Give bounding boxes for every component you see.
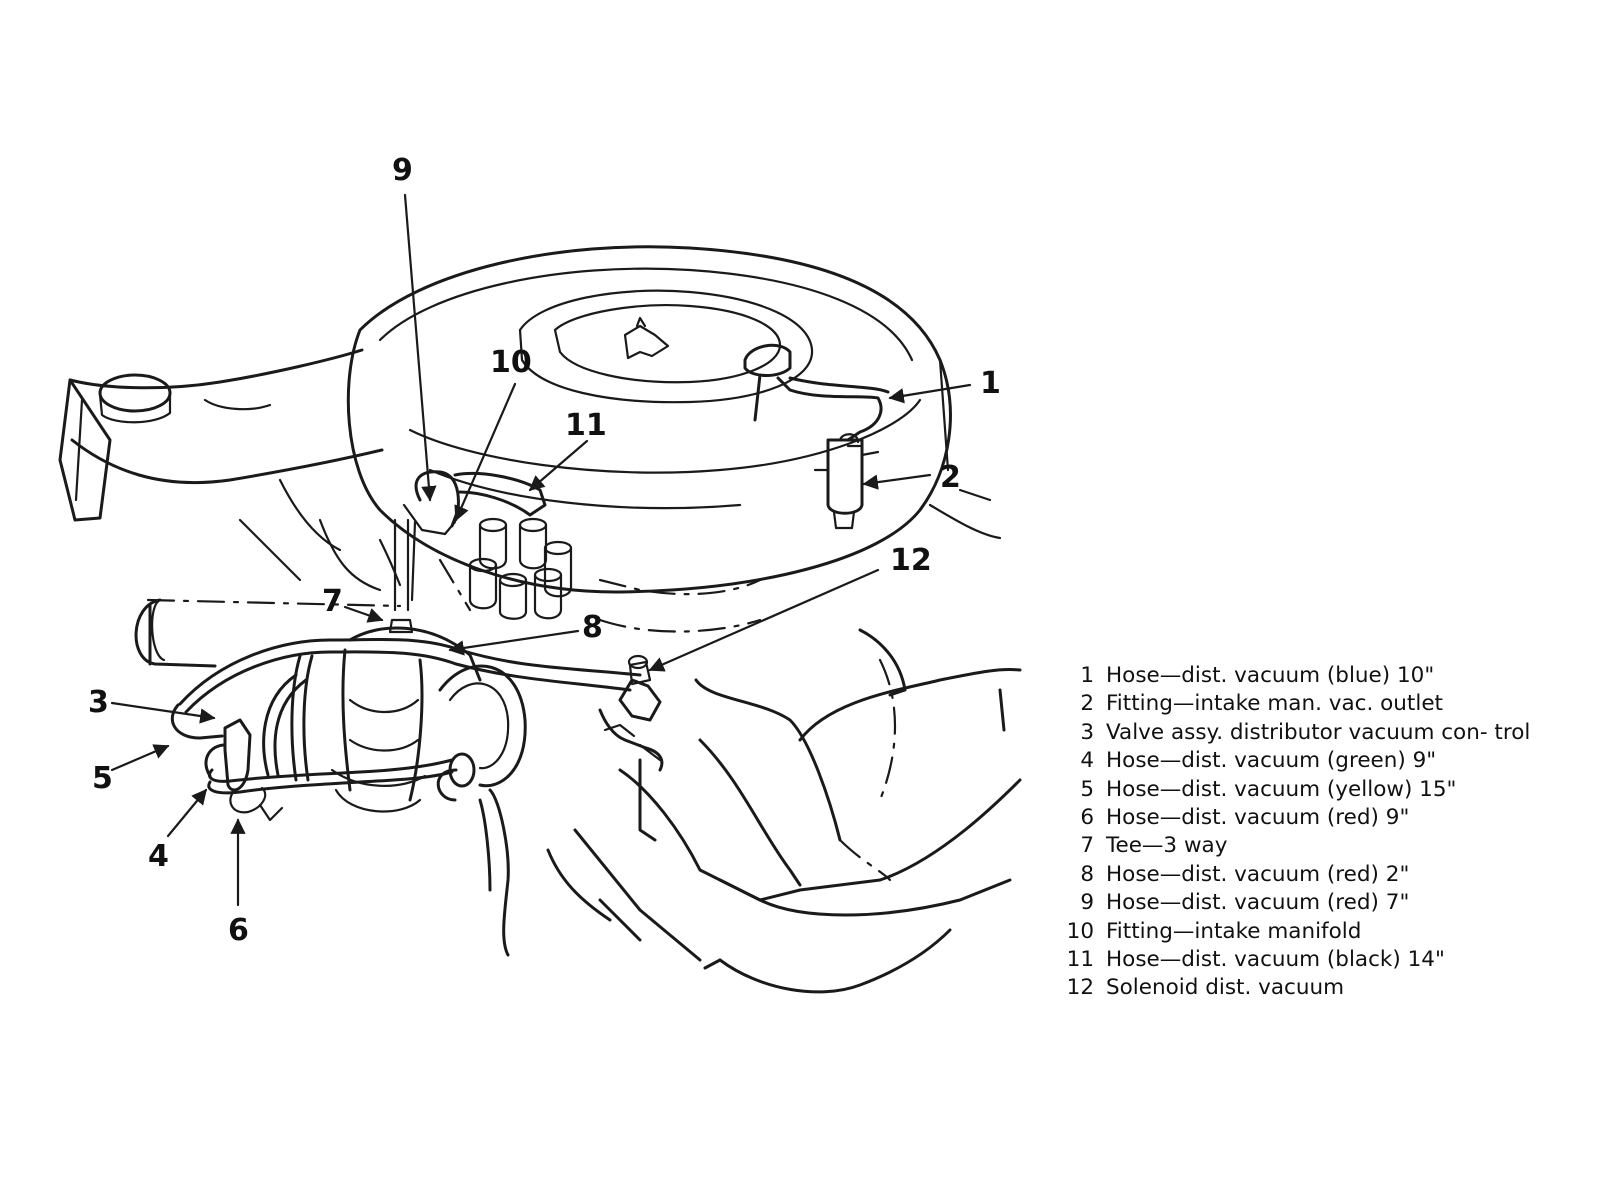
callout-10: 10 bbox=[490, 345, 532, 380]
leader-12 bbox=[648, 568, 880, 672]
leader-7 bbox=[343, 605, 384, 623]
vacuum-hose-blue-and-fitting bbox=[743, 343, 890, 530]
callout-8: 8 bbox=[582, 610, 603, 645]
legend-item-text: Hose—dist. vacuum (red) 7" bbox=[1106, 890, 1410, 916]
vacuum-solenoid bbox=[598, 654, 664, 772]
legend-item-number: 9 bbox=[1080, 890, 1094, 916]
callout-5: 5 bbox=[92, 761, 113, 796]
legend-item-text: Hose—dist. vacuum (black) 14" bbox=[1106, 947, 1445, 973]
legend-item-number: 2 bbox=[1080, 691, 1094, 717]
legend-item: 8 Hose—dist. vacuum (red) 2" bbox=[1062, 861, 1532, 889]
leader-5 bbox=[110, 744, 170, 772]
legend-item-text: Fitting—intake man. vac. outlet bbox=[1106, 691, 1443, 717]
legend-item: 6 Hose—dist. vacuum (red) 9" bbox=[1062, 804, 1532, 832]
callout-numbers: 1 2 3 4 5 6 7 8 9 10 11 12 bbox=[88, 153, 1001, 948]
legend-item-number: 11 bbox=[1066, 947, 1094, 973]
leader-lines bbox=[110, 193, 972, 907]
legend-item-text: Hose—dist. vacuum (yellow) 15" bbox=[1106, 776, 1457, 802]
legend-item: 1 Hose—dist. vacuum (blue) 10" bbox=[1062, 662, 1532, 690]
callout-1: 1 bbox=[980, 366, 1001, 401]
legend-item: 4 Hose—dist. vacuum (green) 9" bbox=[1062, 747, 1532, 775]
legend-item: 7 Tee—3 way bbox=[1062, 832, 1532, 860]
callout-6: 6 bbox=[228, 913, 249, 948]
callout-12: 12 bbox=[890, 543, 932, 578]
vacuum-hoses-upper bbox=[393, 470, 547, 612]
legend-item-number: 12 bbox=[1066, 975, 1094, 1001]
legend-item: 5 Hose—dist. vacuum (yellow) 15" bbox=[1062, 776, 1532, 804]
legend-item-text: Valve assy. distributor vacuum con- trol bbox=[1106, 719, 1531, 745]
manifold-and-hoses bbox=[134, 598, 642, 822]
callout-3: 3 bbox=[88, 685, 109, 720]
leader-3 bbox=[110, 701, 216, 724]
leader-11 bbox=[528, 439, 589, 492]
leader-1 bbox=[888, 383, 972, 404]
air-cleaner-snorkel bbox=[58, 348, 384, 522]
legend-item-text: Hose—dist. vacuum (blue) 10" bbox=[1106, 663, 1435, 688]
leader-2 bbox=[862, 473, 932, 490]
legend-item: 11 Hose—dist. vacuum (black) 14" bbox=[1062, 946, 1532, 974]
air-cleaner bbox=[346, 245, 952, 594]
leader-9 bbox=[403, 193, 437, 502]
legend-item-number: 5 bbox=[1080, 776, 1094, 802]
legend-item: 3 Valve assy. distributor vacuum con- tro… bbox=[1062, 719, 1532, 747]
legend-item-number: 4 bbox=[1080, 748, 1094, 774]
leader-4 bbox=[166, 788, 208, 838]
legend-item-text: Hose—dist. vacuum (red) 2" bbox=[1106, 861, 1410, 887]
legend-item-text: Fitting—intake manifold bbox=[1106, 918, 1362, 944]
legend-item-number: 10 bbox=[1066, 918, 1094, 944]
legend-item-number: 8 bbox=[1080, 861, 1094, 887]
distributor-cap bbox=[410, 517, 573, 620]
callout-11: 11 bbox=[565, 408, 607, 443]
callout-4: 4 bbox=[148, 839, 169, 874]
callout-9: 9 bbox=[392, 153, 413, 188]
legend-item-number: 3 bbox=[1080, 719, 1094, 745]
legend-item-number: 6 bbox=[1080, 805, 1094, 831]
legend-item-text: Hose—dist. vacuum (green) 9" bbox=[1106, 748, 1437, 774]
callout-7: 7 bbox=[322, 584, 343, 619]
leader-8 bbox=[448, 629, 580, 656]
callout-2: 2 bbox=[940, 460, 961, 495]
legend-item-text: Tee—3 way bbox=[1106, 833, 1228, 859]
legend-item: 2 Fitting—intake man. vac. outlet bbox=[1062, 690, 1532, 718]
legend-item-text: Solenoid dist. vacuum bbox=[1106, 975, 1345, 1001]
legend-item-number: 7 bbox=[1080, 833, 1094, 859]
legend-item-text: Hose—dist. vacuum (red) 9" bbox=[1106, 805, 1410, 831]
legend-item: 9 Hose—dist. vacuum (red) 7" bbox=[1062, 889, 1532, 917]
leader-10 bbox=[454, 382, 517, 522]
fender-panels bbox=[238, 478, 1022, 994]
legend-item: 10 Fitting—intake manifold bbox=[1062, 918, 1532, 946]
legend-item-number: 1 bbox=[1080, 663, 1094, 688]
legend-item: 12 Solenoid dist. vacuum bbox=[1062, 974, 1532, 1002]
